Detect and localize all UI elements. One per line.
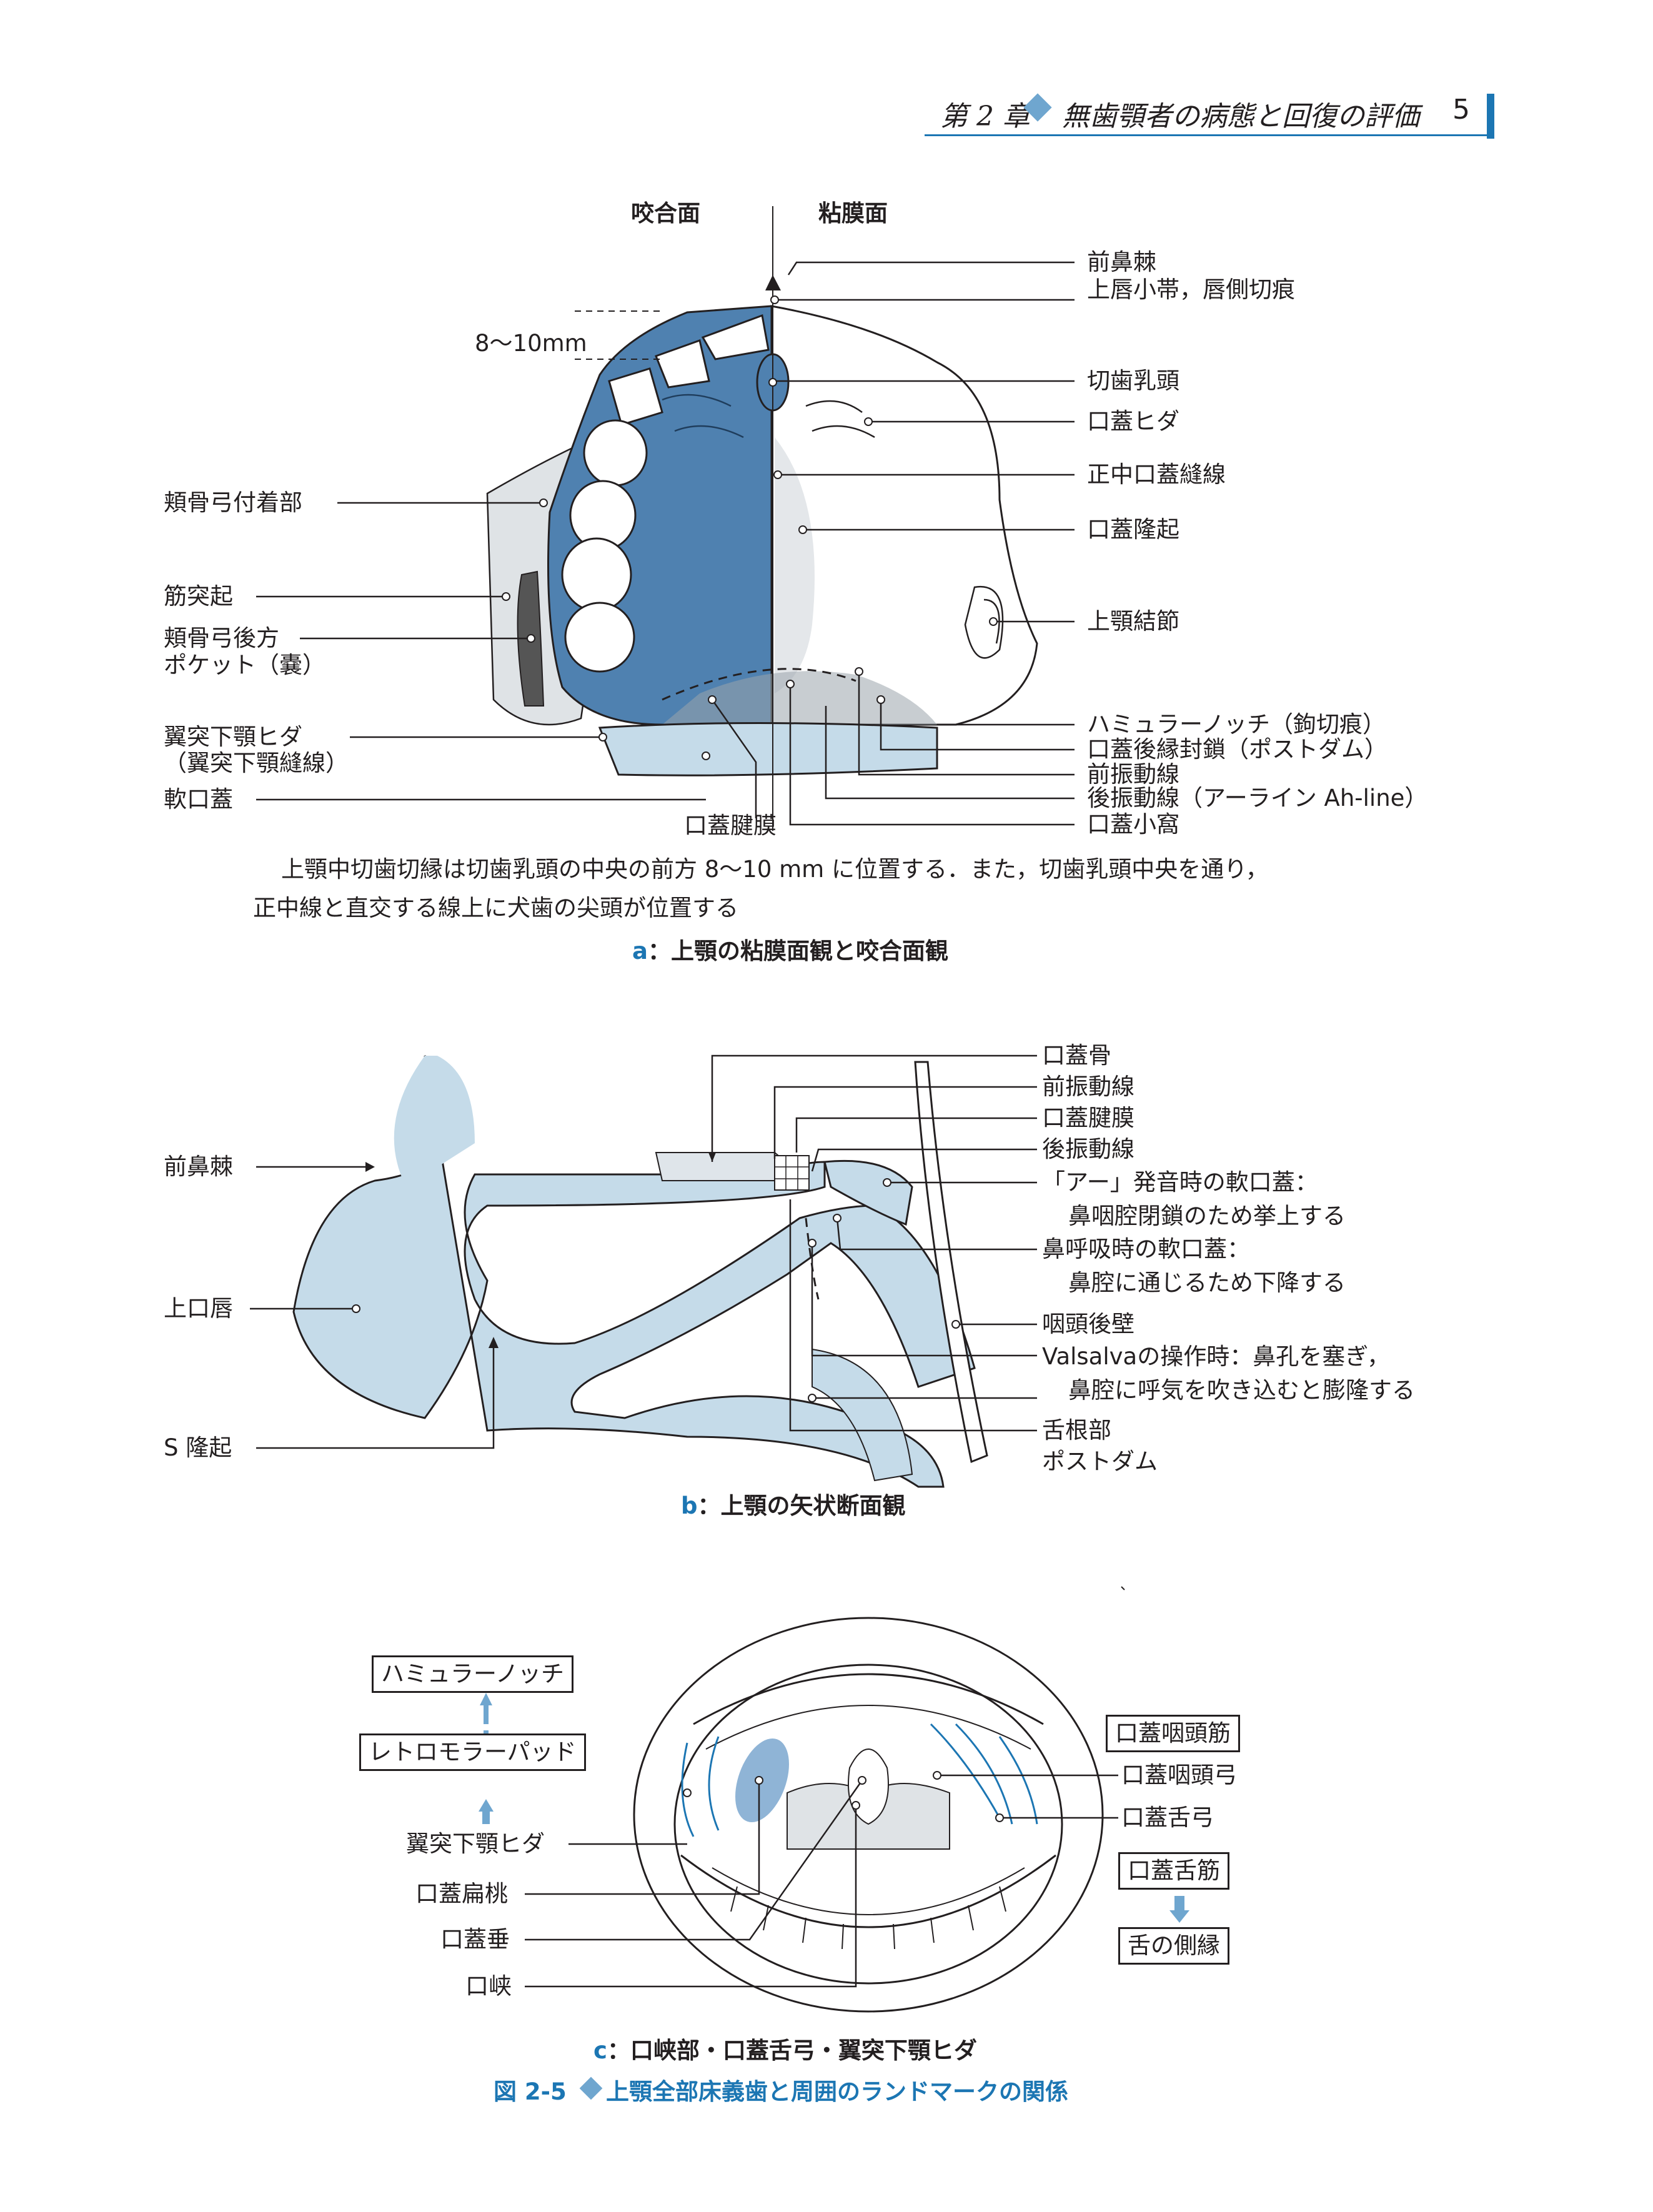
label-nasal-note: 鼻腔に通じるため下降する (1068, 1269, 1346, 1296)
label-aponeurosis-b: 口蓋腱膜 (1042, 1104, 1134, 1131)
header-rule (925, 134, 1494, 136)
header-bar (1487, 94, 1494, 139)
label-post-dam: 口蓋後縁封鎖（ポストダム） (1087, 736, 1387, 763)
box-hamular-notch: ハミュラーノッチ (372, 1655, 574, 1693)
page-number: 5 (1452, 94, 1470, 126)
label-pterygomandibular-fold: 翼突下顎ヒダ (164, 723, 302, 750)
label-palatine-tonsil: 口蓋扁桃 (415, 1880, 508, 1907)
label-upper-lip: 上口唇 (164, 1295, 233, 1322)
label-ah-note: 鼻咽腔閉鎖のため挙上する (1068, 1203, 1346, 1229)
label-anterior-vibrating-line: 前振動線 (1087, 761, 1179, 788)
label-palatine-bone: 口蓋骨 (1042, 1042, 1111, 1069)
label-palatopharyngeal-arch: 口蓋咽頭弓 (1121, 1762, 1237, 1788)
label-ah-soft-palate: 「アー」発音時の軟口蓋： (1042, 1169, 1318, 1196)
label-pterygomandibular-raphe: （翼突下顎縫線） (164, 750, 349, 776)
label-anterior-nasal-spine-b: 前鼻棘 (164, 1153, 233, 1180)
caption-a: a：上顎の粘膜面観と咬合面観 (632, 938, 948, 965)
label-valsalva: Valsalvaの操作時：鼻孔を塞ぎ， (1042, 1343, 1390, 1370)
label-palatal-rugae: 口蓋ヒダ (1087, 408, 1179, 435)
dimension-label: 8〜10mm (475, 330, 587, 357)
label-fovea-palatini: 口蓋小窩 (1087, 811, 1179, 838)
label-tongue-base: 舌根部 (1042, 1417, 1111, 1444)
note-line-1: 上顎中切歯切縁は切歯乳頭の中央の前方 8〜10 mm に位置する．また，切歯乳頭… (281, 856, 1269, 883)
label-incisive-papilla: 切歯乳頭 (1087, 367, 1179, 394)
box-palatopharyngeus: 口蓋咽頭筋 (1106, 1715, 1240, 1752)
label-pterygomandibular-fold-c: 翼突下顎ヒダ (406, 1830, 545, 1857)
label-anterior-nasal-spine: 前鼻棘 (1087, 249, 1156, 275)
label-s-ridge: S 隆起 (164, 1434, 232, 1461)
label-valsalva-note: 鼻腔に呼気を吹き込むと膨隆する (1068, 1377, 1415, 1404)
label-anterior-vibrating-line-b: 前振動線 (1042, 1073, 1134, 1100)
label-pocket: ポケット（嚢） (164, 652, 325, 678)
label-labial-frenum: 上唇小帯，唇側切痕 (1087, 276, 1295, 303)
label-pharyngeal-wall: 咽頭後壁 (1042, 1311, 1134, 1337)
label-posterior-vibrating-line-b: 後振動線 (1042, 1136, 1134, 1163)
label-palatoglossal-arch: 口蓋舌弓 (1121, 1804, 1214, 1831)
label-palatal-aponeurosis: 口蓋腱膜 (684, 812, 777, 839)
label-tuberosity: 上顎結節 (1087, 608, 1179, 635)
label-soft-palate: 軟口蓋 (164, 786, 233, 813)
mucosal-label: 粘膜面 (818, 200, 888, 227)
chapter-title: 無歯顎者の病態と回復の評価 (1062, 101, 1419, 132)
chapter-label: 第 2 章 (940, 101, 1030, 132)
label-fauces: 口峡 (465, 1973, 512, 2000)
label-nasal-breathing: 鼻呼吸時の軟口蓋： (1042, 1236, 1250, 1262)
label-hamular-notch: ハミュラーノッチ（鉤切痕） (1087, 711, 1386, 738)
label-median-raphe: 正中口蓋縫線 (1087, 461, 1226, 488)
label-uvula: 口蓋垂 (440, 1926, 510, 1953)
label-posterior-vibrating-line: 後振動線（アーライン Ah-line） (1087, 785, 1428, 811)
label-post-dam-b: ポストダム (1042, 1448, 1158, 1475)
box-tongue-lateral-border: 舌の側縁 (1118, 1927, 1229, 1965)
label-zygomatic-posterior: 頬骨弓後方 (164, 625, 279, 652)
label-torus: 口蓋隆起 (1087, 516, 1179, 543)
figure-title: 上顎全部床義歯と周囲のランドマークの関係 (606, 2078, 1068, 2105)
label-zygomatic-attachment: 頬骨弓付着部 (164, 489, 302, 516)
caption-b: b：上顎の矢状断面観 (681, 1492, 906, 1519)
note-line-2: 正中線と直交する線上に犬歯の尖頭が位置する (253, 895, 738, 921)
figure-number: 図 2-5 (494, 2078, 567, 2105)
caption-c: c：口峡部・口蓋舌弓・翼突下顎ヒダ (593, 2037, 977, 2064)
box-palatoglossus: 口蓋舌筋 (1118, 1852, 1229, 1890)
label-coronoid: 筋突起 (164, 583, 233, 610)
box-retromolar-pad: レトロモラーパッド (359, 1733, 586, 1771)
occlusal-label: 咬合面 (631, 200, 700, 227)
